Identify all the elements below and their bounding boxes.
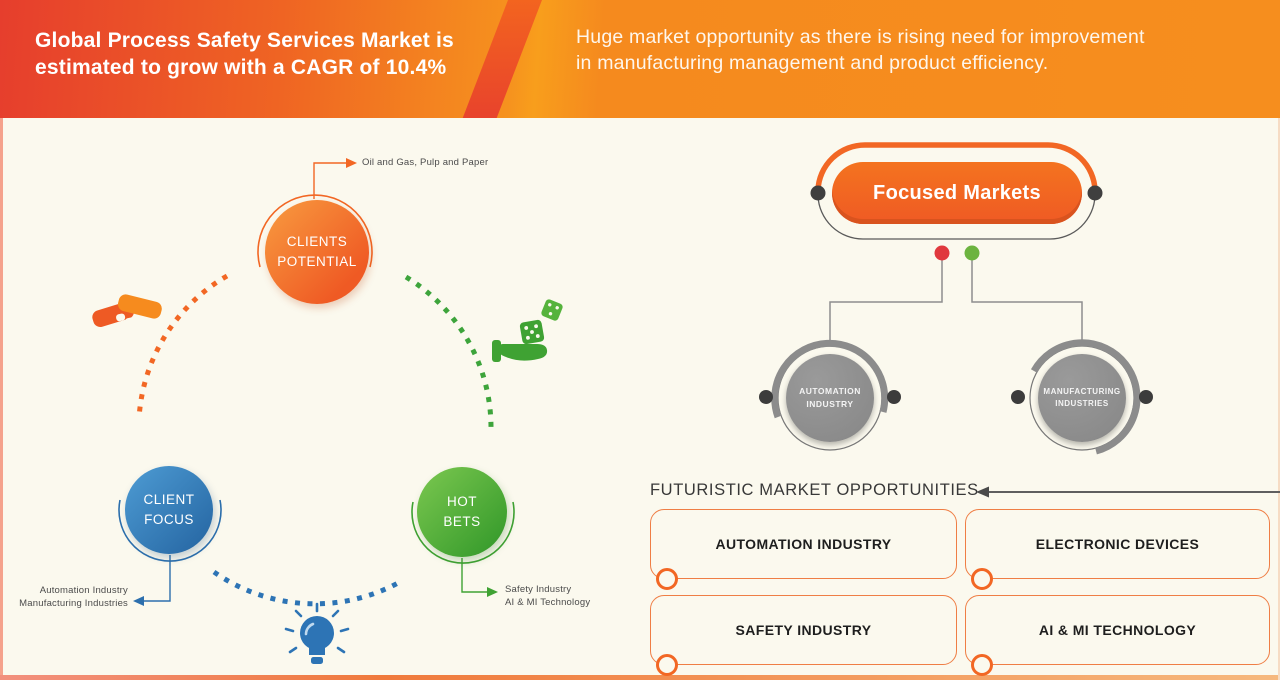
hot-bets-connector bbox=[461, 558, 488, 593]
manufacturing-node-line1: MANUFACTURING bbox=[1043, 387, 1121, 396]
red-dot-icon bbox=[934, 245, 950, 261]
client-focus-node: CLIENT FOCUS bbox=[125, 466, 213, 554]
clients-potential-arrow-icon bbox=[346, 158, 357, 168]
connector-left bbox=[829, 260, 943, 344]
page-title: Global Process Safety Services Market is… bbox=[35, 27, 454, 82]
connector-right bbox=[971, 260, 1083, 344]
page-subtitle-line2: in manufacturing management and product … bbox=[576, 51, 1049, 74]
client-focus-callout-line2: Manufacturing Industries bbox=[19, 597, 128, 609]
client-focus-label-line2: FOCUS bbox=[144, 512, 194, 527]
automation-ring-thick bbox=[771, 339, 889, 419]
ring-left-dot-icon bbox=[810, 185, 826, 201]
hot-bets-callout-line1: Safety Industry bbox=[505, 584, 572, 595]
corner-dot-icon bbox=[971, 654, 993, 676]
heading-arrow-icon bbox=[976, 486, 989, 498]
opportunity-card-electronic-devices: ELECTRONIC DEVICES bbox=[965, 509, 1270, 590]
page-title-line2: estimated to grow with a CAGR of 10.4% bbox=[35, 56, 447, 80]
opportunity-card-safety-industry: SAFETY INDUSTRY bbox=[650, 595, 957, 676]
opportunity-card-ai-mi-technology: AI & MI TECHNOLOGY bbox=[965, 595, 1270, 676]
clients-potential-callout: Oil and Gas, Pulp and Paper bbox=[362, 157, 489, 168]
opportunity-card-automation-industry: AUTOMATION INDUSTRY bbox=[650, 509, 957, 590]
lightbulb-icon bbox=[284, 602, 350, 664]
automation-left-dot-icon bbox=[759, 390, 773, 404]
right-edge-border bbox=[1278, 118, 1280, 680]
hot-bets-arc bbox=[411, 501, 515, 564]
client-focus-connector bbox=[143, 555, 171, 602]
dotted-arc-blue bbox=[212, 569, 400, 607]
opportunity-label: AI & MI TECHNOLOGY bbox=[1038, 622, 1197, 638]
opportunity-label: SAFETY INDUSTRY bbox=[735, 622, 872, 638]
ring-right-dot-icon bbox=[1087, 185, 1103, 201]
clients-potential-connector bbox=[313, 162, 347, 199]
hot-bets-arrow-icon bbox=[487, 587, 498, 597]
opportunity-label: AUTOMATION INDUSTRY bbox=[715, 536, 892, 552]
clients-potential-node: CLIENTS POTENTIAL bbox=[265, 200, 369, 304]
clients-potential-label-line2: POTENTIAL bbox=[277, 254, 357, 269]
manufacturing-ring-thick bbox=[1030, 339, 1141, 455]
page-subtitle: Huge market opportunity as there is risi… bbox=[576, 25, 1145, 76]
client-focus-label-line1: CLIENT bbox=[143, 492, 195, 508]
header-banner: Global Process Safety Services Market is… bbox=[0, 0, 1280, 118]
client-focus-callout: Automation Industry Manufacturing Indust… bbox=[8, 585, 128, 611]
dice-in-hand-icon bbox=[492, 299, 563, 362]
handshake-icon bbox=[92, 294, 162, 328]
automation-node-line2: INDUSTRY bbox=[806, 399, 854, 409]
opportunity-label: ELECTRONIC DEVICES bbox=[1035, 536, 1200, 552]
corner-dot-icon bbox=[656, 568, 678, 590]
clients-potential-arc bbox=[257, 194, 373, 268]
manufacturing-left-dot-icon bbox=[1011, 390, 1025, 404]
focused-ring-bottom bbox=[817, 195, 1096, 240]
hot-bets-callout-line2: AI & MI Technology bbox=[505, 596, 591, 608]
manufacturing-industries-node: MANUFACTURING INDUSTRIES bbox=[1038, 354, 1126, 442]
corner-dot-icon bbox=[656, 654, 678, 676]
manufacturing-node-line2: INDUSTRIES bbox=[1055, 399, 1109, 408]
automation-node-line1: AUTOMATION bbox=[799, 386, 861, 397]
hot-bets-label-line2: BETS bbox=[443, 514, 481, 529]
dotted-arc-orange bbox=[136, 273, 229, 420]
hot-bets-callout: Safety Industry AI & MI Technology bbox=[505, 584, 590, 610]
client-focus-arrow-icon bbox=[133, 596, 144, 606]
automation-industry-node: AUTOMATION INDUSTRY bbox=[786, 354, 874, 442]
page-title-line1: Global Process Safety Services Market is bbox=[35, 29, 454, 52]
left-edge-border bbox=[0, 118, 3, 680]
dotted-arc-green bbox=[404, 274, 494, 429]
clients-potential-label-line1: CLIENTS bbox=[286, 234, 348, 250]
corner-dot-icon bbox=[971, 568, 993, 590]
hot-bets-label-line1: HOT bbox=[446, 494, 477, 510]
hot-bets-node: HOT BETS bbox=[417, 467, 507, 557]
client-focus-callout-line1: Automation Industry bbox=[39, 585, 128, 596]
bottom-edge-border bbox=[0, 675, 1280, 680]
focused-ring-top bbox=[815, 142, 1098, 193]
focused-markets-title: Focused Markets bbox=[873, 181, 1041, 204]
manufacturing-right-dot-icon bbox=[1139, 390, 1153, 404]
page-subtitle-line1: Huge market opportunity as there is risi… bbox=[576, 26, 1145, 48]
green-dot-icon bbox=[964, 245, 980, 261]
automation-right-dot-icon bbox=[887, 390, 901, 404]
opportunities-heading: FUTURISTIC MARKET OPPORTUNITIES bbox=[650, 481, 979, 499]
focused-markets-pill: Focused Markets bbox=[832, 162, 1082, 224]
